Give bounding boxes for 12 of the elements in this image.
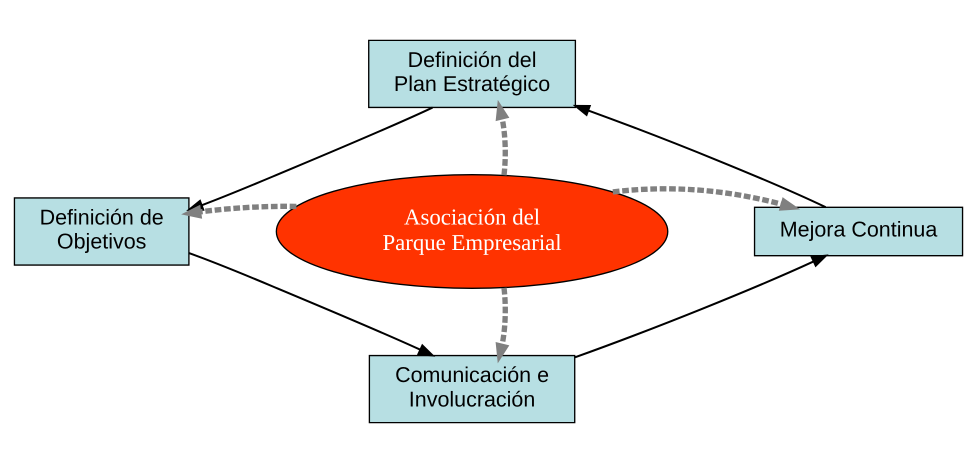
arrow: [572, 104, 826, 208]
arrow: [574, 254, 829, 358]
arrow: [496, 99, 510, 175]
arrow: [496, 287, 510, 363]
arrow: [181, 203, 296, 218]
node-box: Comunicación e Involucración: [368, 354, 576, 423]
node-ellipse: Asociación del Parque Empresarial: [276, 174, 668, 288]
node-box: Definición del Plan Estratégico: [368, 39, 576, 108]
node-box: Mejora Continua: [754, 206, 964, 256]
arrow: [188, 252, 436, 356]
node-box: Definición de Objetivos: [14, 196, 190, 266]
arrow: [612, 186, 800, 210]
